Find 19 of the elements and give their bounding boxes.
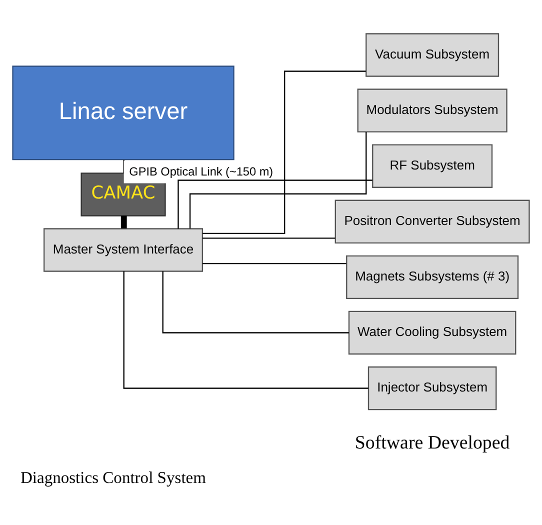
connector — [162, 270, 349, 333]
connector — [202, 70, 366, 234]
connector — [202, 237, 336, 238]
node-box: Vacuum Subsystem — [366, 32, 500, 76]
node-box: Modulators Subsystem — [357, 88, 508, 132]
node-box: Positron Converter Subsystem — [334, 199, 530, 243]
connector — [189, 132, 367, 228]
node-box: Magnets Subsystems (# 3) — [346, 254, 519, 299]
node-box: Master System Interface — [44, 228, 204, 272]
connector — [120, 215, 127, 228]
connector — [123, 270, 368, 388]
node-box: Linac server — [12, 65, 234, 160]
connector — [202, 262, 346, 264]
node-box: Water Cooling Subsystem — [348, 310, 516, 354]
node-box: Injector Subsystem — [368, 366, 497, 410]
caption: Diagnostics Control System — [20, 468, 206, 487]
node-box: RF Subsystem — [372, 144, 493, 188]
connector — [178, 179, 372, 228]
label: Software Developed — [354, 432, 510, 453]
